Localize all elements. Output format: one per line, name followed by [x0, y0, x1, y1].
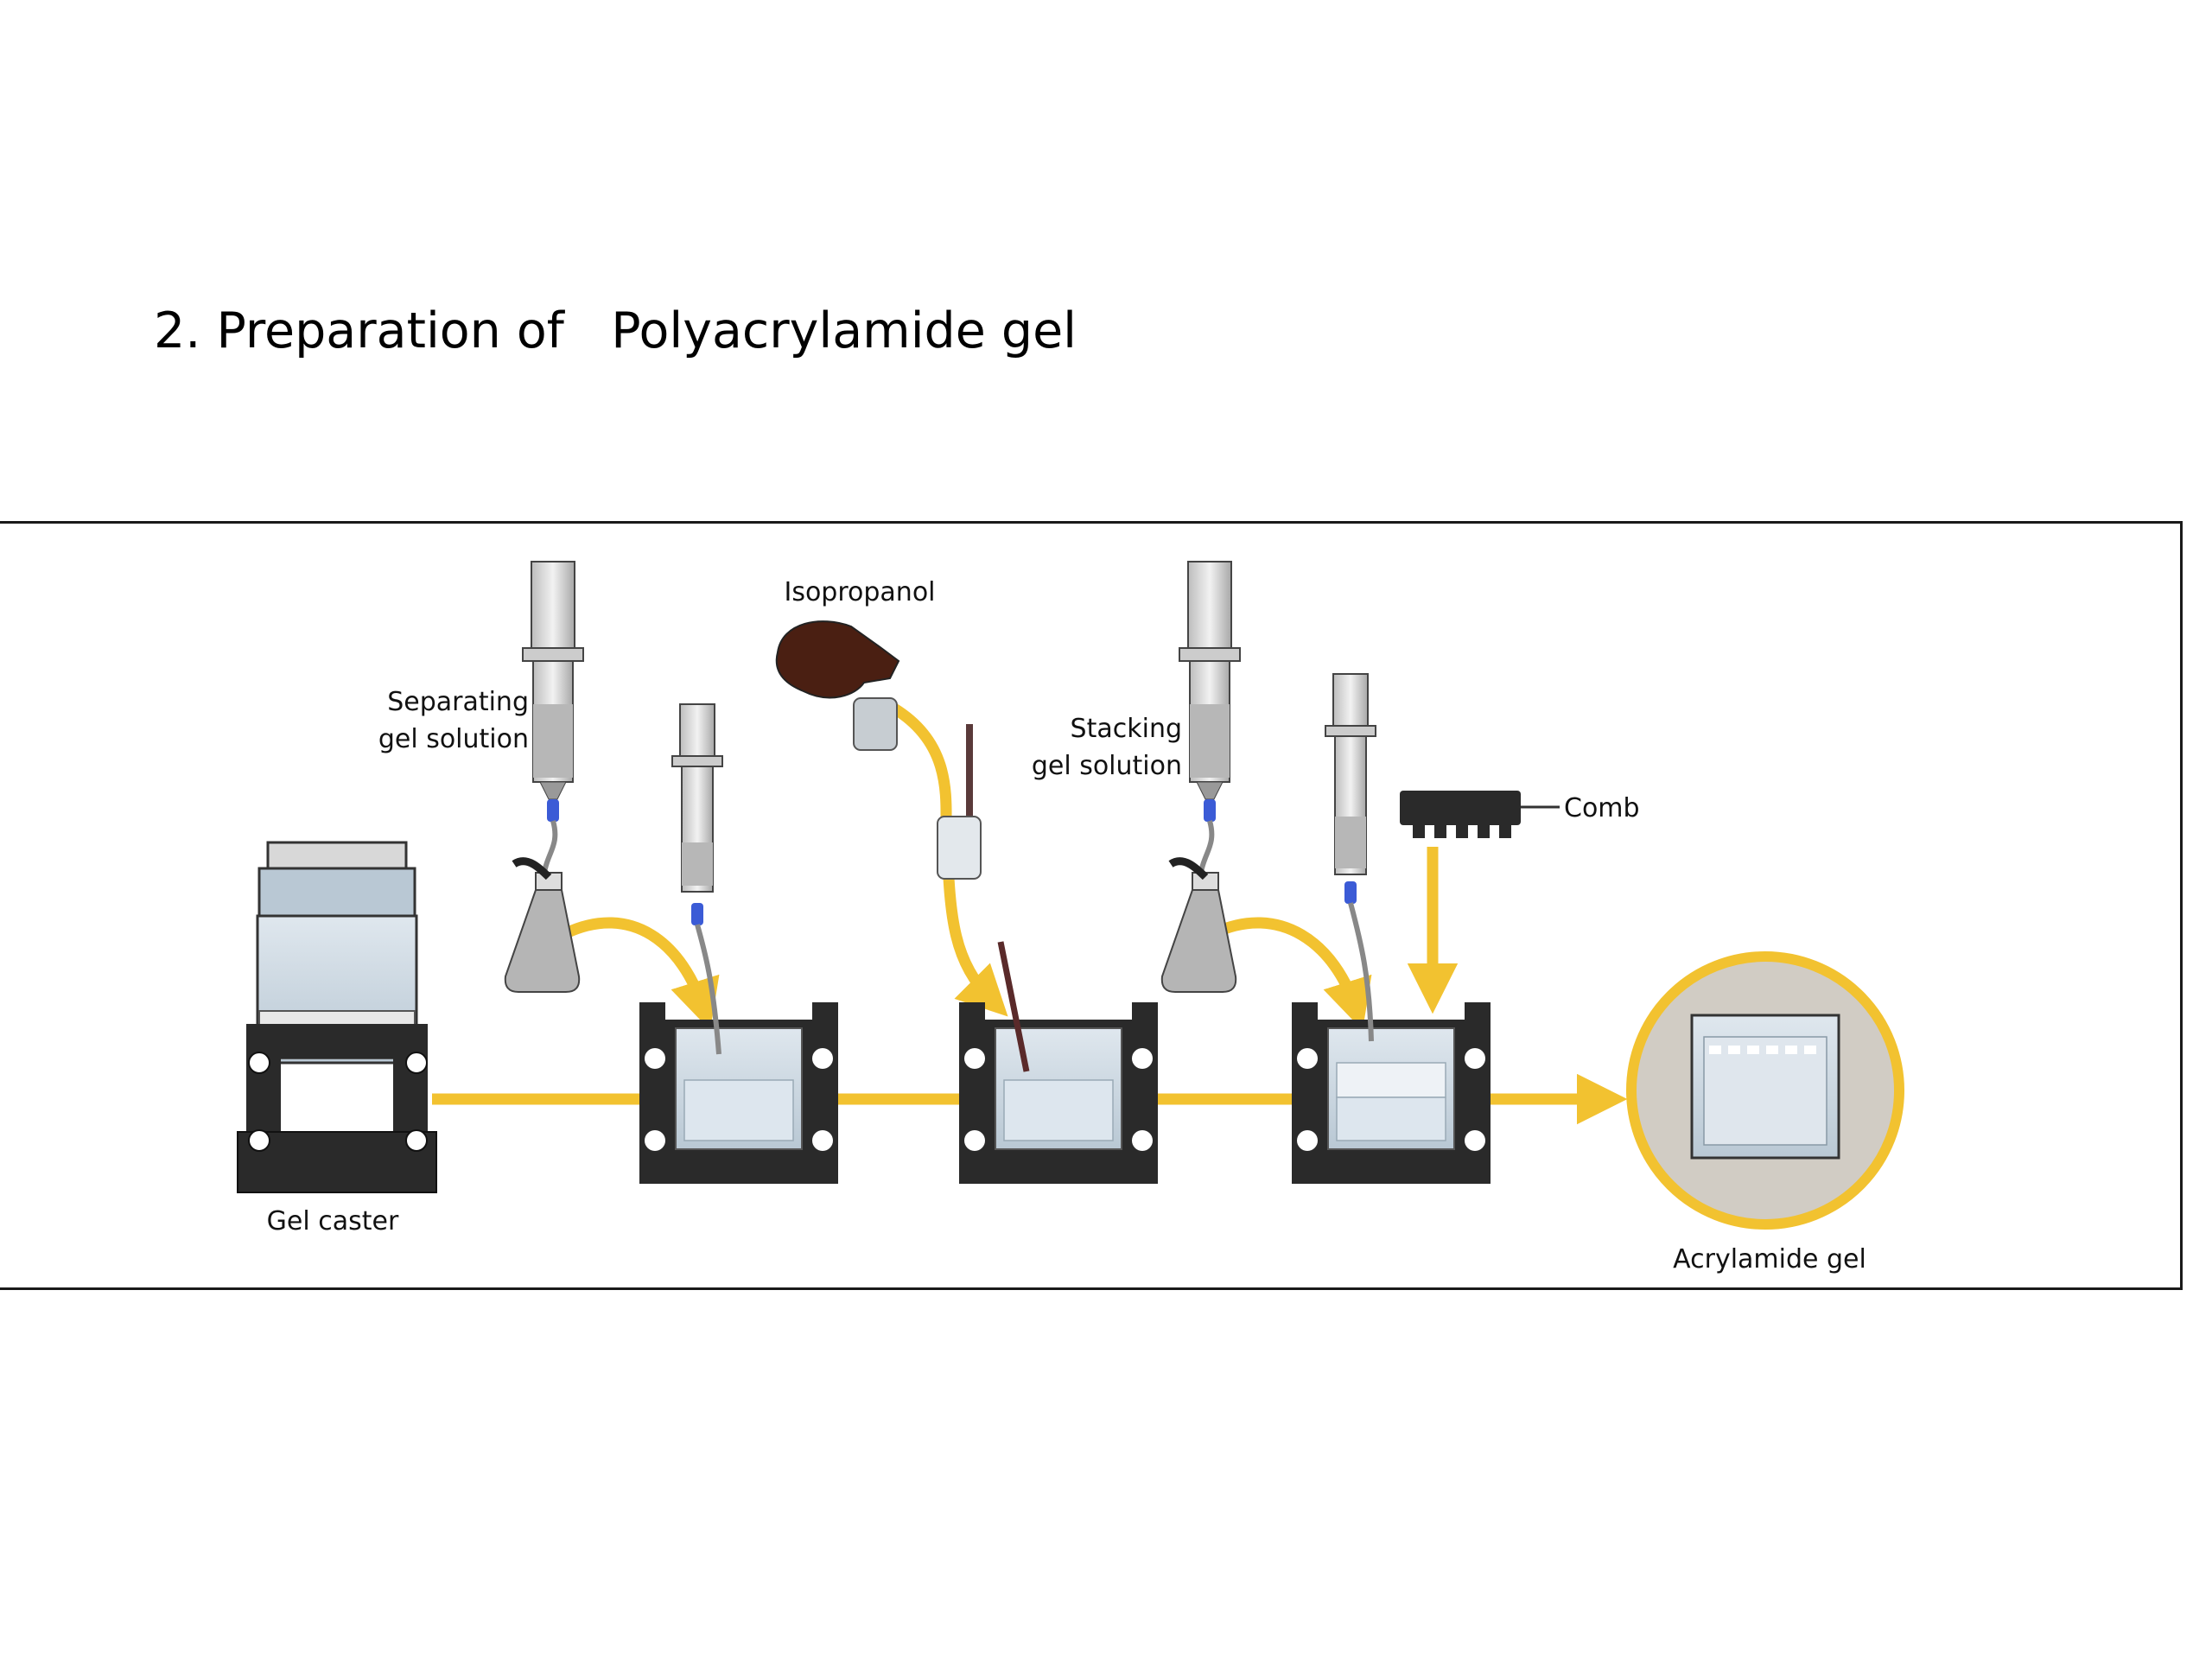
- syringe-icon-2: [1325, 673, 1376, 1042]
- label-comb: Comb: [1564, 793, 1640, 823]
- pour-arrow-stacking: [1211, 917, 1372, 1031]
- separating-syringe-icon: [522, 561, 584, 891]
- pour-arrow-separating: [563, 917, 720, 1031]
- label-separating-line1: Separating: [387, 687, 529, 717]
- gel-holder-3: [1292, 1002, 1491, 1184]
- label-gel-caster: Gel caster: [267, 1206, 399, 1236]
- label-stacking-line2: gel solution: [1032, 751, 1182, 781]
- label-separating-line2: gel solution: [378, 724, 529, 754]
- stacking-flask-icon: [1160, 857, 1237, 993]
- gel-caster-icon: [237, 841, 437, 1193]
- slide-title: 2. Preparation of Polyacrylamide gel: [154, 302, 1077, 359]
- stacking-syringe-icon: [1179, 561, 1241, 891]
- label-stacking-line1: Stacking: [1071, 714, 1182, 744]
- gel-holder-1: [639, 1002, 838, 1184]
- separating-flask-icon: [504, 857, 581, 993]
- label-isopropanol: Isopropanol: [784, 577, 935, 607]
- label-acrylamide-gel: Acrylamide gel: [1673, 1244, 1866, 1274]
- comb-icon: [1400, 791, 1560, 838]
- acrylamide-gel-icon: [1626, 951, 1904, 1230]
- syringe-icon-1: [671, 703, 723, 1055]
- isopropanol-bottle-icon: [775, 620, 982, 880]
- gel-holder-2: [959, 941, 1158, 1184]
